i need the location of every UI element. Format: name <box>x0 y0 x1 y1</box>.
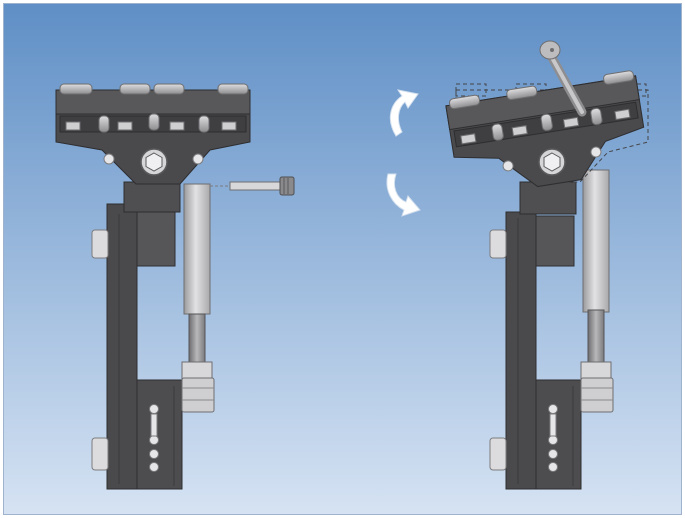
side-knob-upper <box>489 229 507 259</box>
foot-plate <box>136 379 183 490</box>
gas-strut <box>580 169 614 413</box>
side-knob-lower <box>91 437 109 471</box>
foot-plate <box>535 379 582 490</box>
left-assembly <box>55 83 295 490</box>
diagram-frame <box>3 3 682 515</box>
gas-strut <box>181 183 215 413</box>
locking-screw <box>210 176 295 196</box>
side-knob-lower <box>489 437 507 471</box>
release-lever <box>539 40 587 117</box>
clamp-head <box>445 70 645 188</box>
side-knob-upper <box>91 229 109 259</box>
column <box>106 181 181 490</box>
column <box>505 181 577 490</box>
rotate-down-arrow <box>386 173 421 217</box>
pivot-bolt <box>538 148 566 176</box>
pivot-bolt <box>140 148 168 176</box>
right-assembly <box>445 40 649 490</box>
clamp-head <box>55 83 251 185</box>
mechanism-diagram <box>4 4 681 514</box>
rotate-up-arrow <box>389 89 419 137</box>
